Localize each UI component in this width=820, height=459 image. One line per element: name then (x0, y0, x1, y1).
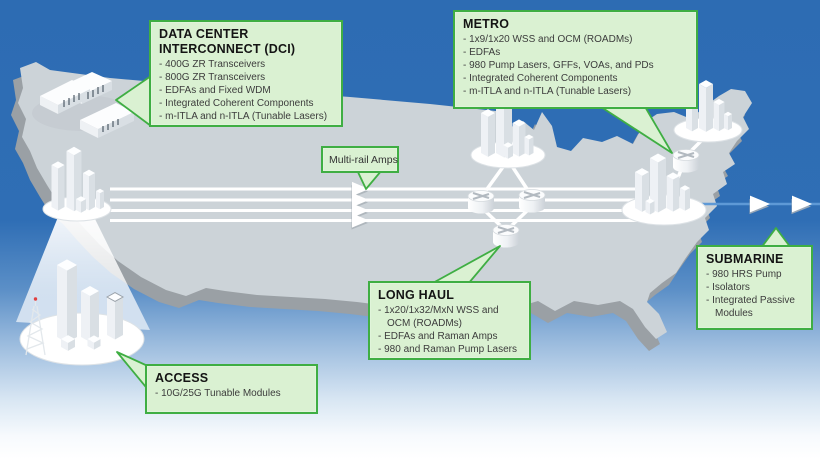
us-map (18, 62, 752, 345)
bullet-item: - 1x9/1x20 WSS and OCM (ROADMs) (463, 34, 633, 45)
bullet-item: - m-ITLA and n-ITLA (Tunable Lasers) (159, 111, 328, 122)
callout-multirail-amps-title: Multi-rail Amps (329, 154, 398, 166)
submarine-amp-icon (749, 195, 770, 215)
city-icon-metro (470, 94, 546, 169)
callout-long-haul: LONG HAUL - 1x20/1x32/MxN WSS and OCM (R… (368, 281, 531, 360)
callout-access-items: - 10G/25G Tunable Modules (155, 387, 310, 400)
submarine-cable-line (700, 195, 820, 215)
bullet-item: - EDFAs (463, 47, 501, 58)
callout-metro: METRO - 1x9/1x20 WSS and OCM (ROADMs) - E… (453, 10, 698, 109)
bullet-item: - Integrated Coherent Components (159, 98, 314, 109)
callout-submarine-items: - 980 HRS Pump - Isolators - Integrated Pa… (706, 268, 805, 320)
bullet-item: - Isolators (706, 282, 750, 293)
callout-multirail-amps: Multi-rail Amps (321, 146, 399, 173)
bullet-item: - Integrated Coherent Components (463, 73, 618, 84)
roadm-icon (467, 190, 495, 214)
roadm-icon (492, 224, 520, 248)
callout-submarine-title: SUBMARINE (706, 252, 784, 266)
callout-submarine: SUBMARINE - 980 HRS Pump - Isolators - Int… (696, 245, 813, 330)
city-icon-west (42, 146, 112, 222)
city-icon-access (19, 259, 145, 366)
bullet-item: - 980 HRS Pump (706, 269, 782, 280)
city-icon-northeast (673, 80, 743, 143)
fiber-rails (110, 181, 648, 230)
callout-long-haul-items: - 1x20/1x32/MxN WSS and OCM (ROADMs) - ED… (378, 304, 523, 356)
bullet-item: - 980 Pump Lasers, GFFs, VOAs, and PDs (463, 60, 654, 71)
callout-dci: DATA CENTER INTERCONNECT (DCI) - 400G ZR… (149, 20, 343, 127)
callout-long-haul-title: LONG HAUL (378, 288, 455, 302)
bullet-item: - m-ITLA and n-ITLA (Tunable Lasers) (463, 86, 632, 97)
callout-metro-items: - 1x9/1x20 WSS and OCM (ROADMs) - EDFAs - … (463, 33, 690, 98)
multirail-amp-icon (351, 213, 369, 230)
data-center-icon (32, 72, 134, 138)
bullet-item: - 10G/25G Tunable Modules (155, 388, 281, 399)
bullet-item: - 800G ZR Transceivers (159, 72, 266, 83)
callout-metro-title: METRO (463, 17, 510, 31)
roadm-icon (672, 149, 700, 173)
bullet-item: - EDFAs and Fixed WDM (159, 85, 271, 96)
bullet-item: - 400G ZR Transceivers (159, 59, 266, 70)
callout-access: ACCESS - 10G/25G Tunable Modules (145, 364, 318, 414)
submarine-amp-icon (791, 195, 812, 215)
antenna-tower-icon (25, 297, 46, 356)
callout-access-title: ACCESS (155, 371, 209, 385)
callout-dci-title: DATA CENTER INTERCONNECT (DCI) (159, 27, 296, 56)
city-icon-east (621, 153, 707, 226)
bullet-item: - 1x20/1x32/MxN WSS and OCM (ROADMs) (378, 305, 499, 329)
bullet-item: - 980 and Raman Pump Lasers (378, 344, 517, 355)
bullet-item: - Integrated Passive Modules (706, 295, 795, 319)
callout-dci-items: - 400G ZR Transceivers - 800G ZR Transcei… (159, 58, 335, 123)
roadm-icon (518, 189, 546, 213)
bullet-item: - EDFAs and Raman Amps (378, 331, 498, 342)
